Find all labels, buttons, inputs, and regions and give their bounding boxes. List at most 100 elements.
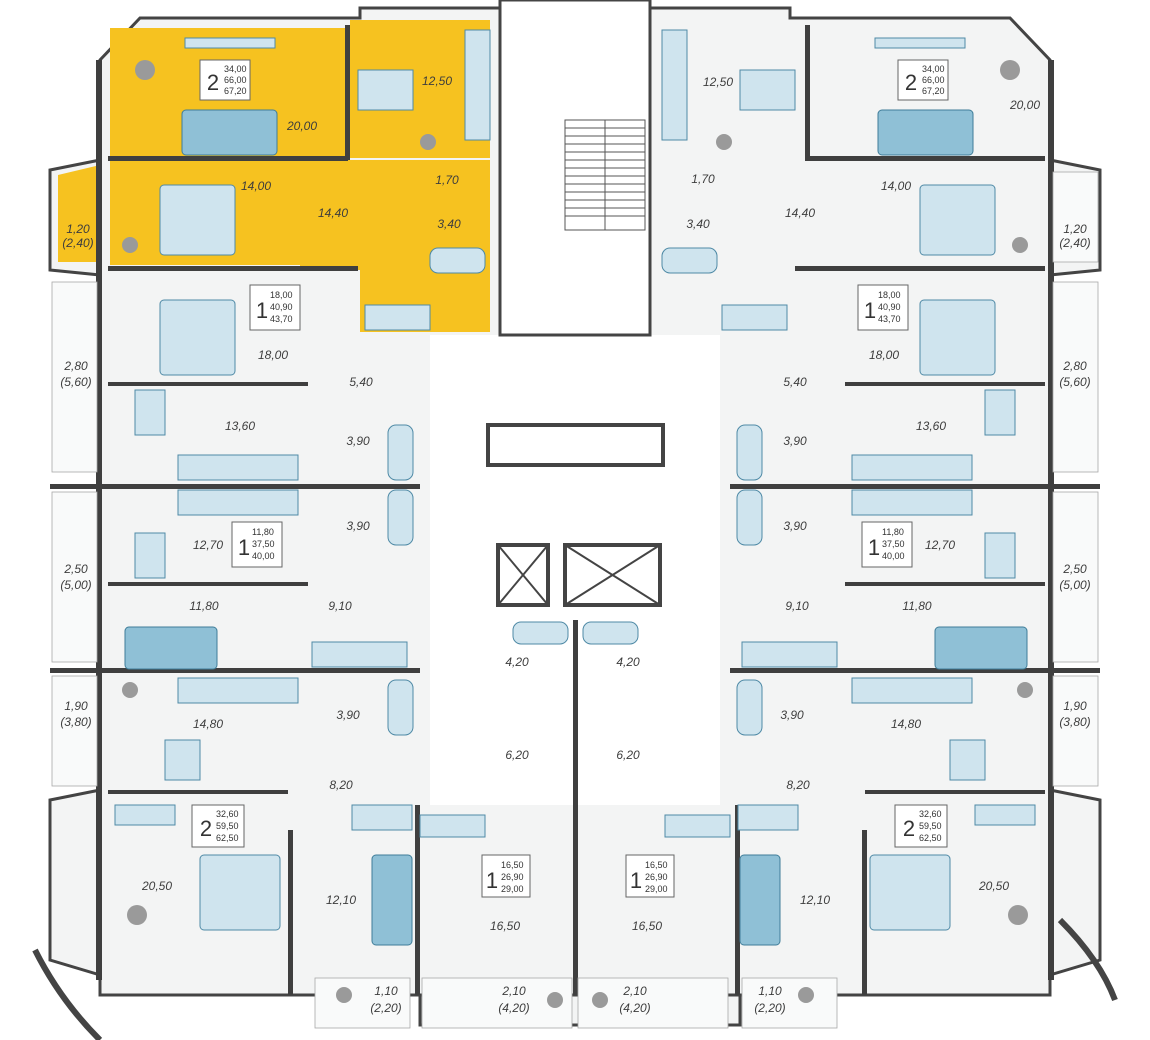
room-area-label: 4,20 — [616, 655, 640, 669]
room-area-label: 9,10 — [328, 599, 352, 613]
rooms-count: 1 — [868, 535, 880, 560]
room-area-label: 3,40 — [686, 217, 710, 231]
living-area: 18,00 — [878, 290, 901, 300]
room-area-label: 16,50 — [632, 919, 662, 933]
apartment-tag-l1b[interactable]: 1 11,80 37,50 40,00 — [231, 521, 283, 568]
shaft-frame — [486, 423, 665, 467]
living-area: 32,60 — [919, 809, 942, 819]
total-area: 59,50 — [216, 821, 239, 831]
balconies — [51, 171, 1099, 1029]
apartment-tag-bc-right[interactable]: 1 16,50 26,90 29,00 — [625, 854, 675, 898]
room-area-label: 3,90 — [783, 519, 807, 533]
room-area-label: 12,70 — [925, 538, 955, 552]
room-area-label: 20,00 — [1009, 98, 1040, 112]
living-area: 32,60 — [216, 809, 239, 819]
room-area-label: 12,10 — [800, 893, 830, 907]
room-area-label: 12,70 — [193, 538, 223, 552]
room-area-label: 18,00 — [258, 348, 288, 362]
room-area-label: 20,50 — [141, 879, 172, 893]
total-area-with-balcony: 29,00 — [645, 884, 668, 894]
living-area: 34,00 — [224, 64, 247, 74]
room-area-label: 18,00 — [869, 348, 899, 362]
room-area-label: 3,90 — [346, 519, 370, 533]
elevator-left — [496, 543, 550, 607]
room-area-label: 3,40 — [437, 217, 461, 231]
room-area-label: 13,60 — [225, 419, 255, 433]
apartment-tag-bc-left[interactable]: 1 16,50 26,90 29,00 — [481, 854, 531, 898]
apartment-tag-br[interactable]: 2 32,60 59,50 62,50 — [894, 804, 948, 848]
room-area-label: 20,50 — [978, 879, 1009, 893]
room-area-label: (2,20) — [754, 1001, 785, 1015]
apartment-tag-bl[interactable]: 2 32,60 59,50 62,50 — [191, 804, 245, 848]
rooms-count: 1 — [238, 535, 250, 560]
room-area-label: (4,20) — [498, 1001, 529, 1015]
room-area-label: 5,40 — [783, 375, 807, 389]
room-area-label: (5,00) — [60, 578, 91, 592]
room-area-label: 3,90 — [336, 708, 360, 722]
rooms-count: 1 — [256, 298, 268, 323]
total-area: 26,90 — [501, 872, 524, 882]
total-area-with-balcony: 40,00 — [252, 551, 275, 561]
total-area: 37,50 — [882, 539, 905, 549]
room-area-label: (3,80) — [60, 715, 91, 729]
room-area-label: 14,40 — [785, 206, 815, 220]
room-area-label: 2,50 — [1062, 562, 1087, 576]
rooms-count: 1 — [486, 868, 498, 893]
total-area-with-balcony: 67,20 — [922, 86, 945, 96]
room-area-label: 4,20 — [505, 655, 529, 669]
total-area-with-balcony: 40,00 — [882, 551, 905, 561]
total-area: 40,90 — [878, 302, 901, 312]
curved-wall-left — [32, 948, 103, 1040]
furniture — [114, 29, 1036, 1008]
total-area-with-balcony: 67,20 — [224, 86, 247, 96]
staircase — [564, 119, 646, 231]
room-area-label: 2,10 — [622, 984, 647, 998]
living-area: 18,00 — [270, 290, 293, 300]
room-area-label: 12,50 — [422, 74, 452, 88]
room-labels: 20,00 12,50 14,00 14,40 1,70 3,40 1,20 (… — [60, 74, 1090, 1015]
total-area: 66,00 — [224, 75, 247, 85]
living-area: 16,50 — [501, 860, 524, 870]
room-area-label: 14,40 — [318, 206, 348, 220]
room-area-label: 3,90 — [780, 708, 804, 722]
total-area: 66,00 — [922, 75, 945, 85]
room-area-label: 3,90 — [783, 434, 807, 448]
room-area-label: (2,20) — [370, 1001, 401, 1015]
room-area-label: 9,10 — [785, 599, 809, 613]
total-area: 26,90 — [645, 872, 668, 882]
room-area-label: 1,10 — [758, 984, 782, 998]
room-area-label: 1,10 — [374, 984, 398, 998]
rooms-count: 2 — [200, 816, 212, 841]
apartment-tag-tl[interactable]: 2 34,00 66,00 67,20 — [199, 59, 251, 101]
room-area-label: 14,00 — [241, 179, 271, 193]
room-area-label: 3,90 — [346, 434, 370, 448]
room-area-label: (3,80) — [1059, 715, 1090, 729]
apartment-tag-r1b[interactable]: 1 11,80 37,50 40,00 — [861, 521, 913, 568]
room-area-label: 2,80 — [63, 359, 88, 373]
room-area-label: 2,50 — [63, 562, 88, 576]
apartment-tag-l1a[interactable]: 1 18,00 40,90 43,70 — [249, 284, 301, 331]
apartment-tag-tr[interactable]: 2 34,00 66,00 67,20 — [897, 59, 949, 101]
elevator-right — [563, 543, 662, 607]
curved-wall-right — [1057, 917, 1118, 1002]
room-area-label: 1,90 — [1063, 699, 1087, 713]
living-area: 16,50 — [645, 860, 668, 870]
room-area-label: 8,20 — [786, 778, 810, 792]
living-area: 11,80 — [882, 527, 904, 537]
room-area-label: 13,60 — [916, 419, 946, 433]
room-area-label: 1,20 — [66, 222, 90, 236]
total-area-with-balcony: 43,70 — [270, 314, 293, 324]
total-area-with-balcony: 62,50 — [216, 833, 239, 843]
room-area-label: 8,20 — [329, 778, 353, 792]
room-area-label: 12,50 — [703, 75, 733, 89]
total-area-with-balcony: 62,50 — [919, 833, 942, 843]
room-area-label: 16,50 — [490, 919, 520, 933]
total-area: 37,50 — [252, 539, 275, 549]
room-area-label: 14,80 — [891, 717, 921, 731]
living-area: 34,00 — [922, 64, 945, 74]
room-area-label: 2,80 — [1062, 359, 1087, 373]
rooms-count: 2 — [905, 70, 917, 95]
rooms-count: 1 — [864, 298, 876, 323]
apartment-tag-r1a[interactable]: 1 18,00 40,90 43,70 — [857, 284, 909, 331]
